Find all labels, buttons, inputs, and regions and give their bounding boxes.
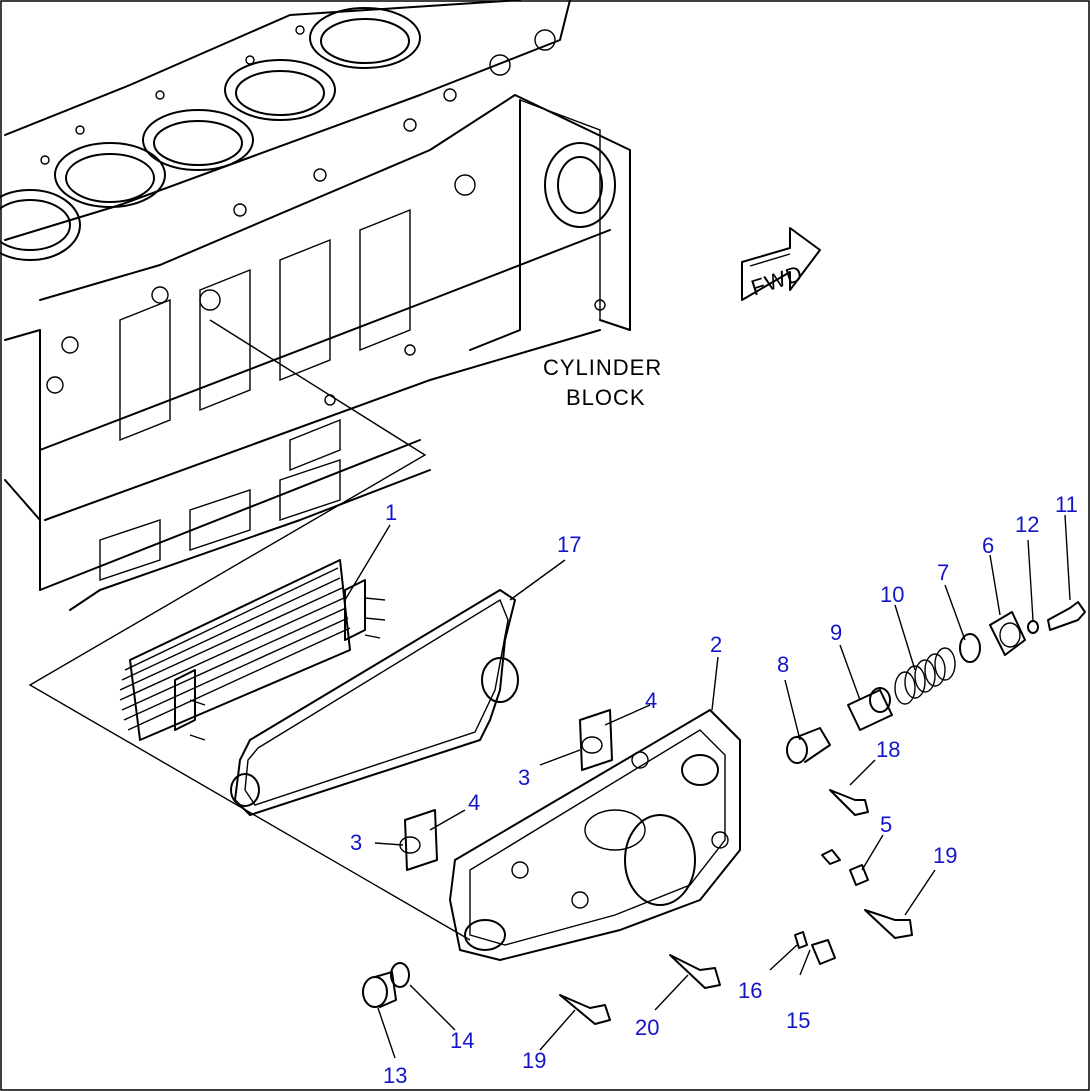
callout-19b: 19 <box>522 1048 546 1073</box>
callout-1: 1 <box>385 500 397 525</box>
mounting-plane-outline <box>28 319 471 941</box>
bolt-20 <box>669 954 721 989</box>
block-label-line1: CYLINDER <box>543 355 662 380</box>
cylinder-block-drawing <box>0 0 631 611</box>
block-label-line2: BLOCK <box>566 385 646 410</box>
callout-8: 8 <box>777 652 789 677</box>
callout-numbers: 1 2 3 3 4 4 5 6 7 8 9 10 11 12 13 14 15 … <box>350 492 1078 1088</box>
callout-5: 5 <box>880 812 892 837</box>
callout-2: 2 <box>710 632 722 657</box>
gasket <box>230 589 519 816</box>
callout-11: 11 <box>1055 492 1078 517</box>
plug-13 <box>362 971 397 1008</box>
nut-5 <box>849 864 869 886</box>
callout-10: 10 <box>880 582 904 607</box>
bolt-11 <box>1047 601 1086 631</box>
washer-5a <box>821 849 841 865</box>
callout-15: 15 <box>786 1008 810 1033</box>
oring-7 <box>959 633 981 663</box>
oil-cooler-cover <box>449 709 741 961</box>
callout-12: 12 <box>1015 512 1039 537</box>
callout-9: 9 <box>830 620 842 645</box>
washer-12 <box>1027 620 1039 634</box>
bolt-19-lower <box>559 994 611 1025</box>
callout-16: 16 <box>738 978 762 1003</box>
callout-6: 6 <box>982 533 994 558</box>
bolt-19-right <box>864 909 913 939</box>
washer-16 <box>794 931 808 949</box>
callout-3a: 3 <box>518 765 530 790</box>
oil-cooler-element <box>119 559 386 741</box>
callout-20: 20 <box>635 1015 659 1040</box>
plug-6 <box>989 611 1026 656</box>
callout-18: 18 <box>876 737 900 762</box>
callout-19a: 19 <box>933 843 957 868</box>
callout-7: 7 <box>937 560 949 585</box>
bolt-18 <box>829 789 869 816</box>
callout-14: 14 <box>450 1028 474 1053</box>
leader-lines <box>344 514 1071 1059</box>
plug-15 <box>811 939 836 965</box>
callout-4b: 4 <box>468 790 480 815</box>
oring-14 <box>390 962 410 988</box>
callout-13: 13 <box>383 1063 407 1088</box>
small-gasket-upper <box>579 709 613 771</box>
callout-17: 17 <box>557 532 581 557</box>
spring-10 <box>894 647 956 705</box>
valve-8 <box>786 727 831 764</box>
callout-4a: 4 <box>645 688 657 713</box>
callout-3b: 3 <box>350 830 362 855</box>
sleeve-9 <box>847 687 893 731</box>
